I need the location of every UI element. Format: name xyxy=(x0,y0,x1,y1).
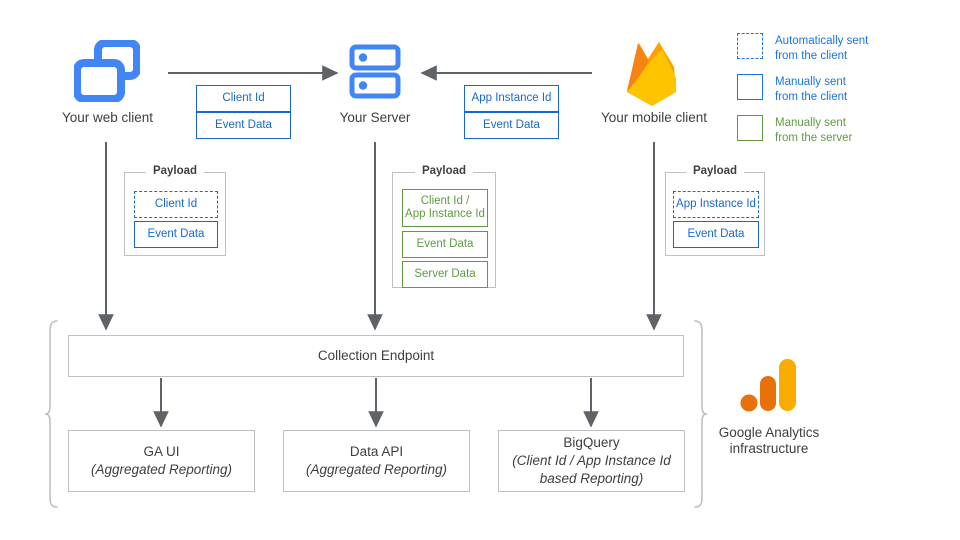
legend-text-automatic-client: Automatically sent from the client xyxy=(775,33,868,64)
output-ga-ui-subtitle: (Aggregated Reporting) xyxy=(90,462,233,477)
collection-endpoint-box: Collection Endpoint xyxy=(68,335,684,377)
legend-item-manual-client: Manually sent from the client xyxy=(737,74,847,105)
payload-server-identity-line2: App Instance Id xyxy=(405,208,485,220)
server-label: Your Server xyxy=(339,110,411,125)
legend-swatch-solid-blue xyxy=(737,74,763,100)
ga-infrastructure-label-line2: infrastructure xyxy=(729,441,809,456)
payload-server-server-data: Server Data xyxy=(402,261,488,288)
legend-text-manual-client: Manually sent from the client xyxy=(775,74,847,105)
payload-server-title: Payload xyxy=(414,165,474,177)
legend-automatic-client-line1: Automatically sent xyxy=(775,35,869,47)
output-ga-ui-title: GA UI xyxy=(143,443,180,459)
payload-server-identity-line1: Client Id / xyxy=(420,194,470,207)
transport-chip-web-event-data: Event Data xyxy=(196,112,291,139)
legend-manual-server-line1: Manually sent xyxy=(775,117,846,129)
infrastructure-bracket-left xyxy=(44,320,58,508)
google-analytics-icon xyxy=(740,359,796,412)
payload-server-event-data: Event Data xyxy=(402,231,488,258)
legend-text-manual-server: Manually sent from the server xyxy=(775,115,852,146)
legend-item-automatic-client: Automatically sent from the client xyxy=(737,33,868,64)
payload-web-client-id: Client Id xyxy=(134,191,218,218)
transport-chip-mobile-event-data: Event Data xyxy=(464,112,559,139)
output-box-ga-ui: GA UI (Aggregated Reporting) xyxy=(68,430,255,492)
server-icon xyxy=(349,44,401,99)
web-client-icon xyxy=(74,40,140,102)
legend-swatch-dashed-blue xyxy=(737,33,763,59)
legend-manual-server-line2: from the server xyxy=(775,132,853,145)
legend-automatic-client-line2: from the client xyxy=(775,50,848,63)
output-data-api-subtitle: (Aggregated Reporting) xyxy=(305,462,448,477)
output-bigquery-subtitle-line1: (Client Id / App Instance Id xyxy=(512,452,671,468)
legend-item-manual-server: Manually sent from the server xyxy=(737,115,852,146)
output-data-api-title: Data API xyxy=(349,443,404,459)
payload-web: Payload Client Id Event Data xyxy=(124,165,226,256)
payload-server: Payload Client Id / App Instance Id Even… xyxy=(392,165,496,288)
web-client-label: Your web client xyxy=(61,110,154,125)
output-bigquery-title: BigQuery xyxy=(563,434,620,450)
payload-mobile-title: Payload xyxy=(685,165,745,177)
payload-server-identity: Client Id / App Instance Id xyxy=(402,189,488,227)
firebase-icon xyxy=(627,42,676,106)
transport-chip-mobile-app-instance-id: App Instance Id xyxy=(464,85,559,112)
legend-swatch-solid-green xyxy=(737,115,763,141)
ga-infrastructure-label-line1: Google Analytics xyxy=(718,425,820,440)
output-box-data-api: Data API (Aggregated Reporting) xyxy=(283,430,470,492)
legend-manual-client-line1: Manually sent xyxy=(775,76,846,88)
output-bigquery-subtitle-line2: based Reporting) xyxy=(539,471,644,487)
transport-chip-web-client-id: Client Id xyxy=(196,85,291,112)
infrastructure-bracket-right xyxy=(694,320,708,508)
payload-web-title: Payload xyxy=(145,165,205,177)
mobile-client-label: Your mobile client xyxy=(600,110,708,125)
payload-mobile-app-instance-id: App Instance Id xyxy=(673,191,759,218)
payload-mobile: Payload App Instance Id Event Data xyxy=(665,165,765,256)
output-box-bigquery: BigQuery (Client Id / App Instance Id ba… xyxy=(498,430,685,492)
payload-web-event-data: Event Data xyxy=(134,221,218,248)
payload-mobile-event-data: Event Data xyxy=(673,221,759,248)
legend-manual-client-line2: from the client xyxy=(775,91,848,104)
